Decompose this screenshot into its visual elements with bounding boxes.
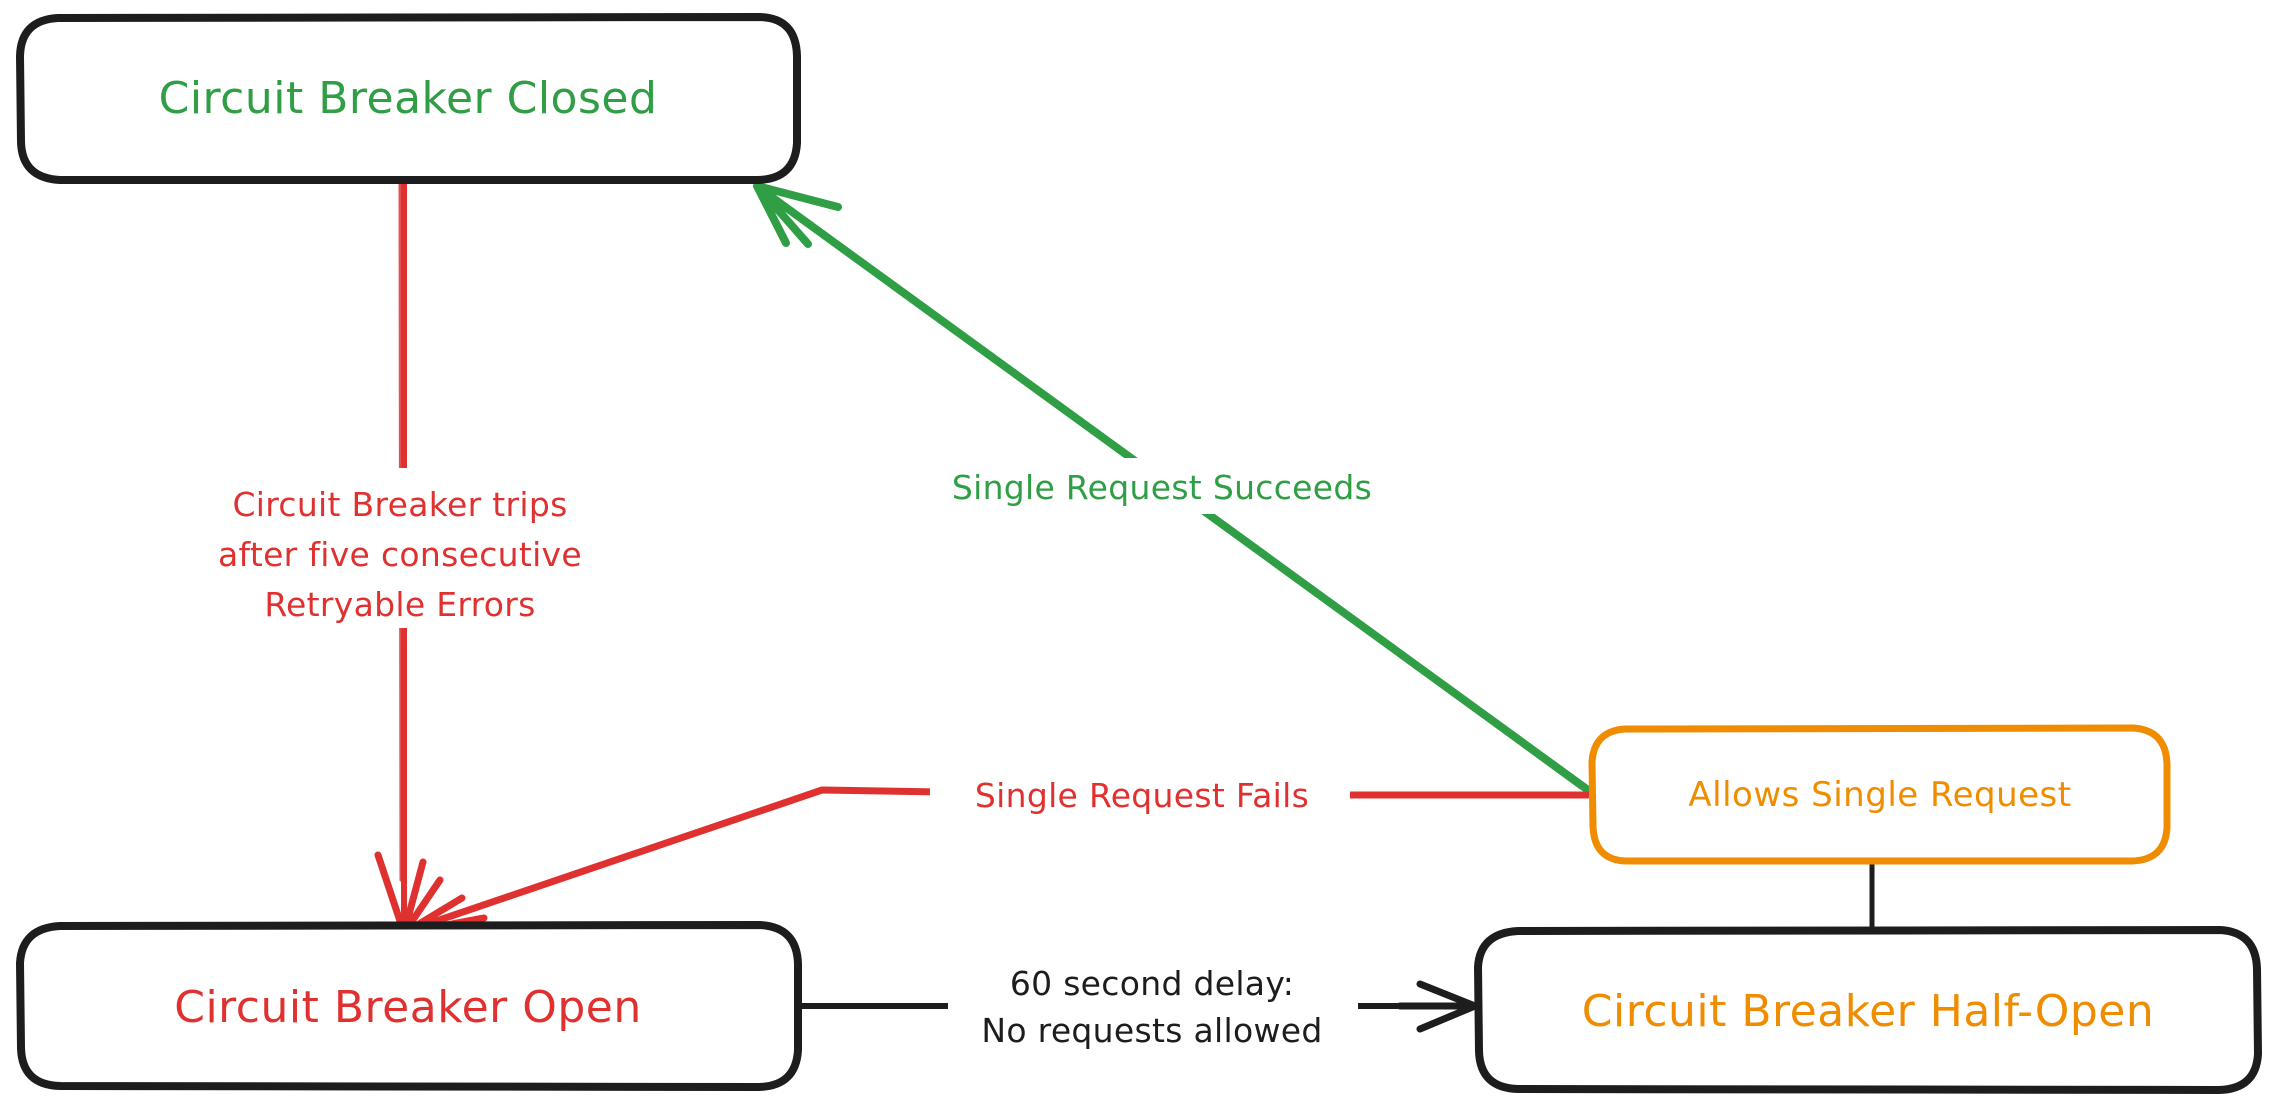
- edge-label-open-to-half-open: 60 second delay: No requests allowed: [948, 952, 1358, 1062]
- edge-label-delay-line-1: 60 second delay:: [1010, 964, 1294, 1003]
- edge-open-to-half-open: [795, 980, 1479, 1033]
- edge-label-single-request-fails: Single Request Fails: [975, 776, 1309, 815]
- edge-label-line-2: after five consecutive: [218, 535, 582, 574]
- edge-label-line-3: Retryable Errors: [264, 585, 535, 624]
- node-circuit-breaker-half-open[interactable]: Circuit Breaker Half-Open: [1474, 926, 2262, 1094]
- edge-label-single-request-succeeds: Single Request Succeeds: [952, 468, 1372, 507]
- edge-label-line-1: Circuit Breaker trips: [232, 485, 567, 524]
- node-label-closed: Circuit Breaker Closed: [159, 73, 658, 124]
- edge-label-allows-to-closed: Single Request Succeeds: [912, 458, 1412, 514]
- node-allows-single-request[interactable]: Allows Single Request: [1588, 724, 2171, 865]
- node-circuit-breaker-closed[interactable]: Circuit Breaker Closed: [16, 13, 801, 184]
- edge-label-closed-to-open: Circuit Breaker trips after five consecu…: [182, 468, 622, 628]
- edge-label-allows-to-open: Single Request Fails: [930, 768, 1350, 822]
- node-label-allows-single-request: Allows Single Request: [1688, 775, 2071, 815]
- node-circuit-breaker-open[interactable]: Circuit Breaker Open: [16, 921, 802, 1091]
- node-label-half-open: Circuit Breaker Half-Open: [1582, 986, 2155, 1037]
- edge-label-delay-line-2: No requests allowed: [981, 1011, 1322, 1050]
- node-label-open: Circuit Breaker Open: [174, 982, 642, 1033]
